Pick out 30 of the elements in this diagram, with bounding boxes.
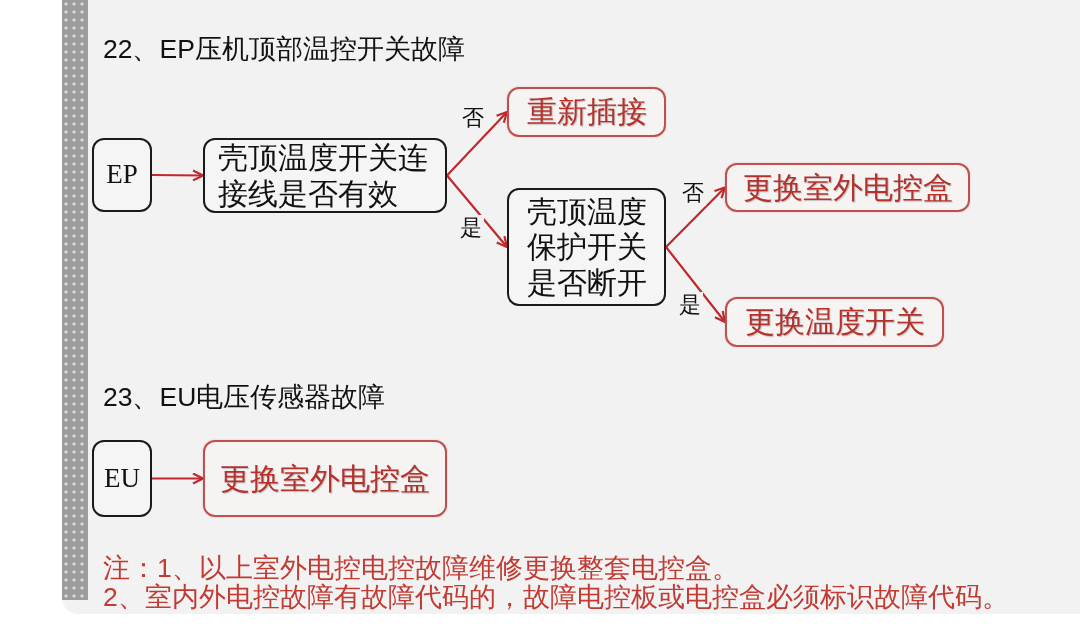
box-text: EP xyxy=(106,159,138,191)
box-text: 更换室外电控盒 xyxy=(742,169,953,206)
note-text: 注：1、以上室外电控电控故障维修更换整套电控盒。 xyxy=(103,553,739,583)
box-text: 壳顶温度开关连接线是否有效 xyxy=(218,140,429,211)
box-text: EU xyxy=(104,462,140,495)
edge-label: 否 xyxy=(460,105,486,131)
arrow xyxy=(152,169,205,182)
action-box xyxy=(507,87,666,137)
arrow xyxy=(665,246,727,324)
start-box xyxy=(92,138,152,212)
section-heading: 22、EP压机顶部温控开关故障 xyxy=(103,33,465,65)
box-text: 更换温度开关 xyxy=(744,304,925,340)
edge-label: 是 xyxy=(458,215,484,241)
box-text: 壳顶温度保护开关是否断开 xyxy=(525,194,648,300)
decision-box xyxy=(507,188,666,306)
edge-label: 是 xyxy=(677,292,703,318)
arrow xyxy=(665,186,727,248)
start-box xyxy=(92,440,152,517)
arrow xyxy=(446,174,509,249)
box-text: 更换室外电控盒 xyxy=(220,460,430,497)
arrow xyxy=(152,472,205,485)
action-box xyxy=(725,297,944,347)
arrow xyxy=(446,110,509,177)
edge-label: 否 xyxy=(680,180,706,206)
section-heading: 23、EU电压传感器故障 xyxy=(103,381,386,413)
decision-box xyxy=(203,138,447,213)
box-text: 重新插接 xyxy=(526,94,647,130)
note-text: 2、室内外电控故障有故障代码的，故障电控板或电控盒必须标识故障代码。 xyxy=(103,582,1009,612)
action-box xyxy=(725,163,970,212)
action-box xyxy=(203,440,447,517)
